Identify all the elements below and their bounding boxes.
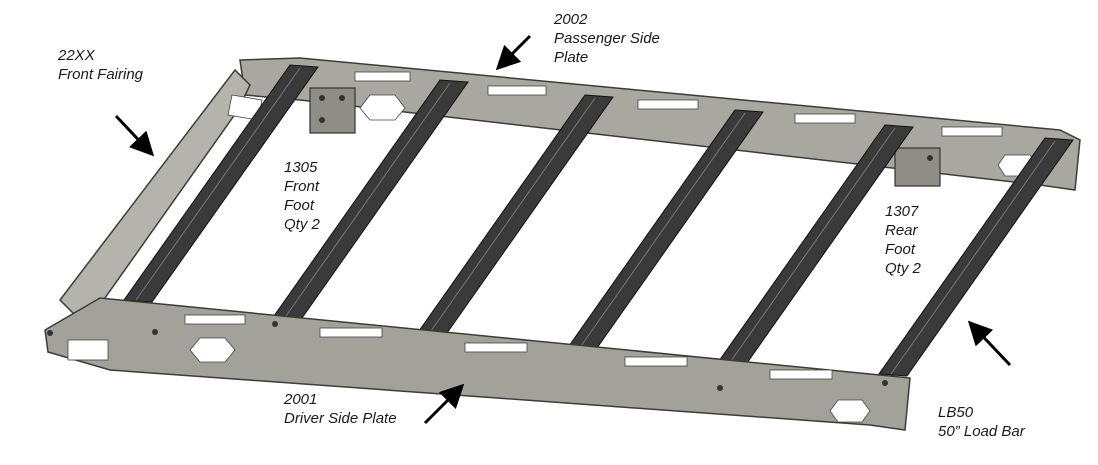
load-bar (718, 124, 914, 364)
front-foot-bracket (309, 87, 356, 134)
arrow-icon (967, 320, 1012, 367)
load-bar-number: LB50 (938, 404, 974, 421)
label-front-fairing: 22XX Front Fairing (58, 46, 143, 84)
rear-foot-number: 1307 (885, 203, 919, 220)
driver-plate-name: Driver Side Plate (284, 410, 397, 427)
label-front-foot: 1305 Front Foot Qty 2 (284, 158, 320, 234)
callout-arrows (114, 34, 1012, 425)
arrow-icon (423, 383, 465, 425)
load-bars (123, 64, 1074, 377)
arrow-icon (114, 114, 155, 157)
load-bar (418, 94, 614, 334)
rear-foot-name-2: Foot (885, 241, 916, 258)
load-bar (568, 109, 764, 349)
front-foot-name: Front (284, 178, 320, 195)
front-fairing-number: 22XX (58, 47, 95, 64)
passenger-plate-number: 2002 (554, 11, 588, 28)
front-foot-qty: Qty 2 (284, 216, 320, 233)
rear-foot-qty: Qty 2 (885, 260, 921, 277)
load-bar-name: 50” Load Bar (938, 423, 1025, 440)
rear-foot-name: Rear (885, 222, 918, 239)
driver-side-plate (44, 297, 911, 431)
label-load-bar: LB50 50” Load Bar (938, 403, 1025, 441)
rear-foot-bracket (894, 147, 941, 187)
passenger-plate-name: Passenger Side (554, 30, 660, 47)
load-bar (123, 64, 319, 303)
front-foot-name-2: Foot (284, 197, 315, 214)
front-fairing-name: Front Fairing (58, 66, 144, 83)
arrow-icon (495, 34, 532, 71)
passenger-plate-name-2: Plate (554, 49, 589, 66)
driver-plate-slots (67, 314, 871, 423)
label-rear-foot: 1307 Rear Foot Qty 2 (885, 202, 921, 278)
label-passenger-plate: 2002 Passenger Side Plate (554, 10, 660, 67)
label-driver-plate: 2001 Driver Side Plate (284, 390, 397, 428)
passenger-plate-slots (354, 71, 1039, 177)
load-bar (878, 137, 1074, 377)
front-foot-number: 1305 (284, 159, 318, 176)
driver-plate-number: 2001 (284, 391, 318, 408)
